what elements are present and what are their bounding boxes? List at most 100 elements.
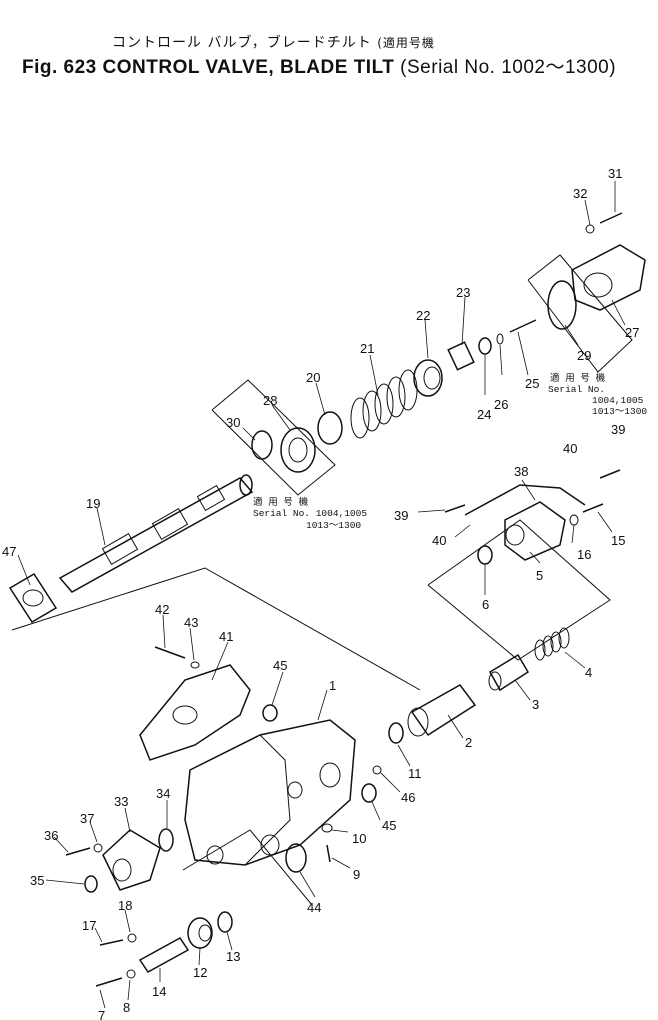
svg-text:1004,1005: 1004,1005 [592,395,644,406]
label-part-20: 20 [306,370,320,385]
leader-lines [17,181,626,1009]
label-part-18: 18 [118,898,132,913]
label-part-1: 1 [329,678,336,693]
tube-40 [464,484,586,516]
label-part-33: 33 [114,794,128,809]
figure-title: Fig. 623 CONTROL VALVE, BLADE TILT (Seri… [22,57,617,78]
label-part-40-left: 40 [432,533,446,548]
label-part-13: 13 [226,949,240,964]
label-part-17: 17 [82,918,96,933]
bolt-17 [99,939,124,946]
label-part-22: 22 [416,308,430,323]
label-part-45-right: 45 [382,818,396,833]
label-part-21: 21 [360,341,374,356]
serial-note-seal-kit: 適 用 号 機 Serial No. 1004,1005 1013～1300 [253,496,367,531]
group-outline-bracket [427,519,611,661]
o-ring-30 [251,430,273,460]
washer-26 [496,333,504,345]
ring-10 [321,823,333,833]
bolt-39-left [444,504,466,513]
washer-32 [585,224,595,234]
valve-body-1 [184,719,356,866]
label-part-37: 37 [80,811,94,826]
label-part-39-right: 39 [611,422,625,437]
sleeve-2 [407,684,477,737]
svg-text:1013～1300: 1013～1300 [592,406,647,417]
label-part-27: 27 [625,325,639,340]
plug-12 [187,917,213,949]
label-part-45-top: 45 [273,658,287,673]
ring-46 [372,765,382,775]
label-part-26: 26 [494,397,508,412]
bolt-36 [65,847,91,856]
group-outline-valve-body [11,567,421,691]
o-ring-44 [285,843,307,873]
spool-part [58,474,254,593]
label-part-3: 3 [532,697,539,712]
label-part-35: 35 [30,873,44,888]
svg-text:適 用 号 機: 適 用 号 機 [550,372,606,384]
washer-8 [126,969,136,979]
label-part-38: 38 [514,464,528,479]
bolt-7 [95,977,123,987]
label-part-15: 15 [611,533,625,548]
ring-20 [317,411,343,445]
title-japanese: コントロール バルブ，ブレードチルト (適用号機 [112,35,435,51]
o-ring-35 [84,875,98,893]
plug-9 [326,844,331,863]
label-part-19: 19 [86,496,100,511]
o-ring-6 [477,545,493,565]
label-part-6: 6 [482,597,489,612]
label-part-11: 11 [408,766,422,781]
label-part-29: 29 [577,348,591,363]
plate-14 [138,937,190,973]
o-ring-45-right [361,783,377,803]
o-ring-45-top [262,704,278,722]
label-part-12: 12 [193,965,207,980]
o-ring-11 [388,722,404,744]
block-5 [504,501,566,561]
label-part-16: 16 [577,547,591,562]
washer-37 [93,843,103,853]
label-part-47: 47 [2,544,16,559]
svg-text:1013～1300: 1013～1300 [306,520,361,531]
label-part-10: 10 [352,831,366,846]
label-part-46: 46 [401,790,415,805]
bolt-25 [509,319,537,333]
label-part-25: 25 [525,376,539,391]
label-part-7: 7 [98,1008,105,1020]
bolt-42 [154,646,186,659]
label-part-9: 9 [353,867,360,882]
cover-27 [571,244,646,311]
label-part-36: 36 [44,828,58,843]
svg-text:Serial No.: Serial No. [548,384,605,395]
label-part-28: 28 [263,393,277,408]
washer-43 [190,661,200,669]
part-number-labels: 1 2 3 4 5 6 7 8 9 10 11 12 13 14 15 16 1… [2,166,639,1020]
label-part-40-right: 40 [563,441,577,456]
cap-33 [102,829,161,891]
bolt-15 [582,503,604,513]
piston-3 [488,653,530,692]
bolt-39-right [599,469,621,479]
holder-28 [280,427,316,473]
cover-41 [139,664,251,761]
label-part-39-left: 39 [394,508,408,523]
serial-range: (Serial No. 1002～1300) [400,57,617,78]
spring-21 [350,369,418,439]
o-ring-29 [547,280,577,330]
label-part-2: 2 [465,735,472,750]
label-part-41: 41 [219,629,233,644]
label-part-30: 30 [226,415,240,430]
label-part-34: 34 [156,786,170,801]
washer-18 [127,933,137,943]
title-japanese-applicability: (適用号機 [377,36,435,50]
svg-text:Serial No. 1004,1005: Serial No. 1004,1005 [253,508,367,519]
o-ring-34 [158,828,174,852]
label-part-43: 43 [184,615,198,630]
washer-16 [569,514,579,526]
label-part-8: 8 [123,1000,130,1015]
label-part-23: 23 [456,285,470,300]
gasket-part [8,572,58,624]
